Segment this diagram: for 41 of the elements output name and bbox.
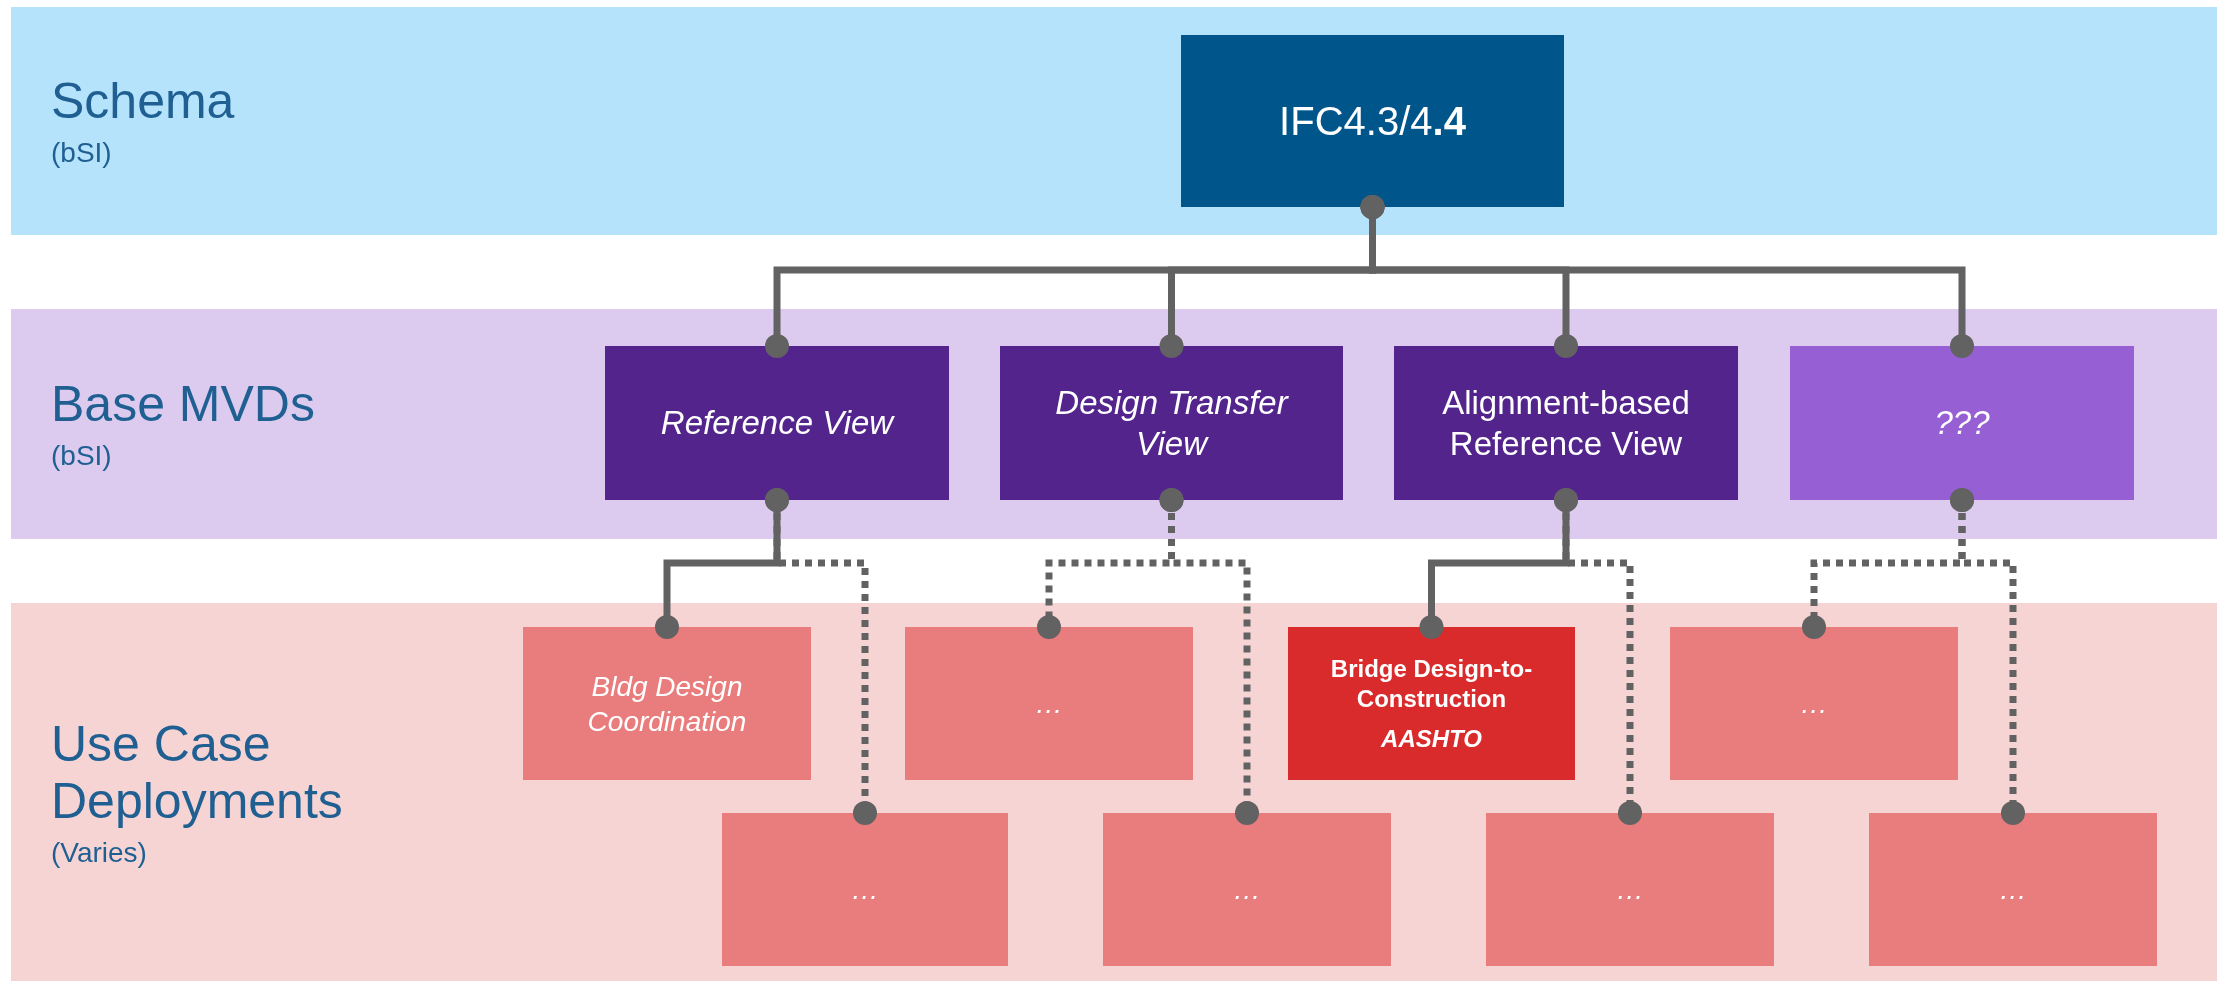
connector: [765, 488, 877, 825]
schema-box: [1181, 35, 1564, 207]
connector: [1159, 488, 1259, 825]
box-label: …: [1035, 687, 1063, 721]
view-box: [1394, 346, 1738, 500]
layer-title: Base MVDs: [51, 376, 316, 434]
connector: [1554, 488, 1642, 825]
layer-title: Schema: [51, 73, 236, 131]
box-label: Bldg Design Coordination: [586, 669, 748, 739]
layer-band: [11, 603, 2217, 981]
box-label: Bridge Design-to-Construction: [1329, 653, 1534, 714]
connector: [1360, 195, 1974, 358]
box-label: …: [851, 873, 879, 907]
box-label: …: [1616, 873, 1644, 907]
connector: [1950, 488, 2025, 825]
use-case-box: [1103, 813, 1391, 966]
box-sublabel: AASHTO: [1381, 723, 1482, 754]
use-case-box: [523, 627, 811, 780]
box-label: Reference View: [660, 403, 894, 444]
layer-band: [11, 7, 2217, 235]
box-label: …: [1800, 687, 1828, 721]
layer-subtitle: (Varies): [51, 836, 148, 869]
use-case-box: [1670, 627, 1958, 780]
box-label: IFC4.3/4.4: [1279, 98, 1466, 145]
layer-band: [11, 309, 2217, 539]
box-label: Design Transfer View: [1054, 382, 1290, 464]
box-label: Alignment-based Reference View: [1441, 382, 1691, 464]
layer-title: Use Case Deployments: [51, 715, 344, 831]
layer-subtitle: (bSI): [51, 439, 113, 472]
view-box: [1000, 346, 1343, 500]
use-case-box: [1486, 813, 1774, 966]
box-label: …: [1233, 873, 1261, 907]
box-label: ???: [1934, 403, 1990, 444]
view-box: [1790, 346, 2134, 500]
use-case-box: [1288, 627, 1575, 780]
use-case-box: [905, 627, 1193, 780]
use-case-box: [1869, 813, 2157, 966]
view-box: [605, 346, 949, 500]
layer-subtitle: (bSI): [51, 136, 113, 169]
box-label: …: [1999, 873, 2027, 907]
use-case-box: [722, 813, 1008, 966]
